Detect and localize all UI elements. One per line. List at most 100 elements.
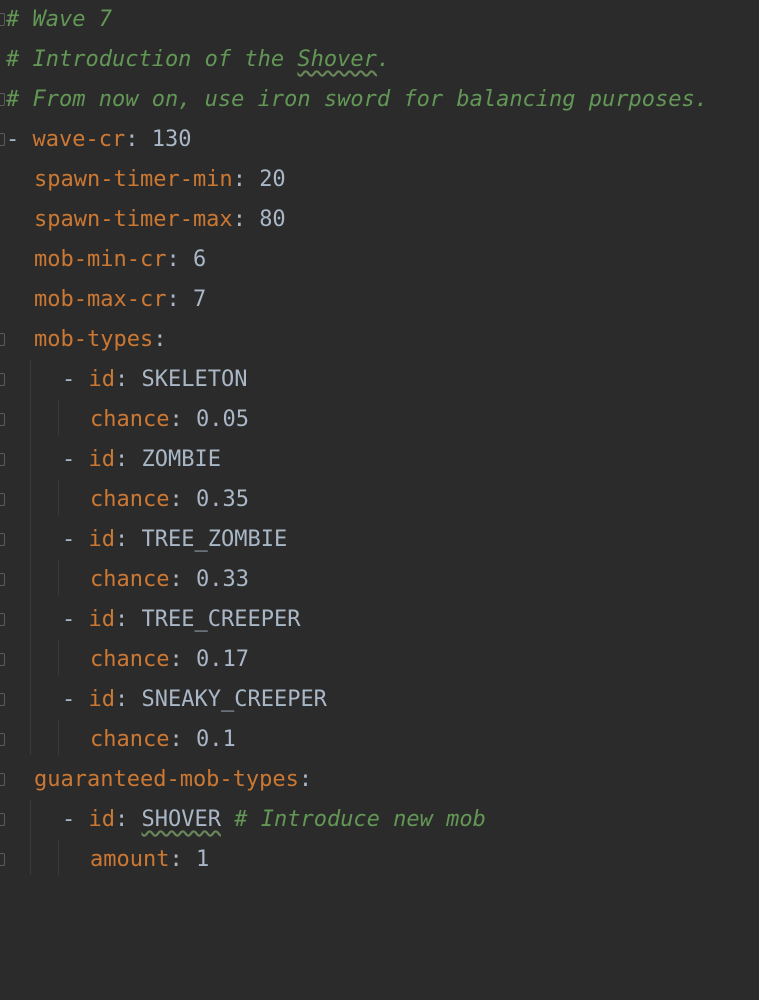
code-line[interactable]: chance: 0.33 bbox=[0, 560, 759, 600]
yaml-value: TREE_ZOMBIE bbox=[141, 527, 288, 552]
fold-marker-icon[interactable] bbox=[0, 13, 5, 26]
colon: : bbox=[115, 687, 142, 712]
code-line[interactable]: # Wave 7 bbox=[0, 0, 759, 40]
yaml-value: SNEAKY_CREEPER bbox=[141, 687, 327, 712]
indent-guide bbox=[58, 840, 59, 875]
code-line[interactable]: # From now on, use iron sword for balanc… bbox=[0, 80, 759, 120]
colon: : bbox=[169, 487, 196, 512]
colon: : bbox=[169, 407, 196, 432]
code-line[interactable]: chance: 0.17 bbox=[0, 640, 759, 680]
code-line[interactable]: spawn-timer-max: 80 bbox=[0, 200, 759, 240]
list-dash: - bbox=[62, 807, 89, 832]
code-line[interactable]: - id: TREE_ZOMBIE bbox=[0, 520, 759, 560]
yaml-value: SKELETON bbox=[141, 367, 248, 392]
fold-marker-icon[interactable] bbox=[0, 133, 5, 146]
fold-marker-icon[interactable] bbox=[0, 693, 5, 706]
code-line[interactable]: chance: 0.1 bbox=[0, 720, 759, 760]
fold-marker-icon[interactable] bbox=[0, 653, 5, 666]
fold-marker-icon[interactable] bbox=[0, 533, 5, 546]
indent-guide bbox=[58, 560, 59, 595]
fold-marker-icon[interactable] bbox=[0, 853, 5, 866]
yaml-key: mob-types bbox=[34, 327, 154, 352]
list-dash: - bbox=[6, 127, 33, 152]
code-editor[interactable]: # Wave 7 # Introduction of the Shover. #… bbox=[0, 0, 759, 895]
comment-suffix: . bbox=[376, 47, 391, 72]
yaml-key: chance bbox=[90, 727, 170, 752]
fold-marker-icon[interactable] bbox=[0, 733, 5, 746]
fold-marker-icon[interactable] bbox=[0, 773, 5, 786]
colon: : bbox=[232, 207, 260, 232]
yaml-key: chance bbox=[90, 407, 170, 432]
fold-marker-icon[interactable] bbox=[0, 573, 5, 586]
yaml-value: 6 bbox=[192, 247, 207, 272]
code-line[interactable]: spawn-timer-min: 20 bbox=[0, 160, 759, 200]
yaml-key: chance bbox=[90, 487, 170, 512]
fold-marker-icon[interactable] bbox=[0, 373, 5, 386]
colon: : bbox=[298, 767, 313, 792]
yaml-value: 0.17 bbox=[195, 647, 249, 672]
yaml-value: 7 bbox=[192, 287, 207, 312]
code-line[interactable]: - id: TREE_CREEPER bbox=[0, 600, 759, 640]
indent-guide bbox=[58, 400, 59, 435]
indent-guide bbox=[58, 480, 59, 515]
list-dash: - bbox=[62, 607, 89, 632]
yaml-value: 0.33 bbox=[195, 567, 249, 592]
colon: : bbox=[153, 327, 167, 352]
code-line[interactable]: mob-types: bbox=[0, 320, 759, 360]
yaml-key: id bbox=[88, 607, 116, 632]
fold-marker-icon[interactable] bbox=[0, 613, 5, 626]
code-line[interactable]: amount: 1 bbox=[0, 840, 759, 880]
code-line[interactable]: # Introduction of the Shover. bbox=[0, 40, 759, 80]
yaml-value: TREE_CREEPER bbox=[141, 607, 301, 632]
yaml-key: chance bbox=[90, 647, 170, 672]
code-line[interactable]: mob-min-cr: 6 bbox=[0, 240, 759, 280]
code-line[interactable]: - id: SKELETON bbox=[0, 360, 759, 400]
yaml-value: 80 bbox=[259, 207, 286, 232]
colon: : bbox=[115, 527, 142, 552]
comment-text: # Wave 7 bbox=[6, 7, 112, 32]
code-line[interactable]: guaranteed-mob-types: bbox=[0, 760, 759, 800]
list-dash: - bbox=[62, 367, 89, 392]
list-dash: - bbox=[62, 527, 89, 552]
yaml-value: 0.35 bbox=[195, 487, 249, 512]
indent-guide bbox=[58, 720, 59, 755]
code-line[interactable]: - wave-cr: 130 bbox=[0, 120, 759, 160]
colon: : bbox=[166, 287, 193, 312]
code-line[interactable]: - id: ZOMBIE bbox=[0, 440, 759, 480]
fold-marker-icon[interactable] bbox=[0, 813, 5, 826]
code-line[interactable]: mob-max-cr: 7 bbox=[0, 280, 759, 320]
code-line[interactable]: - id: SNEAKY_CREEPER bbox=[0, 680, 759, 720]
yaml-key: mob-min-cr bbox=[34, 247, 167, 272]
fold-marker-icon[interactable] bbox=[0, 453, 5, 466]
spellcheck-word[interactable]: Shover bbox=[297, 47, 377, 72]
colon: : bbox=[115, 367, 142, 392]
fold-marker-icon[interactable] bbox=[0, 333, 5, 346]
list-dash: - bbox=[62, 687, 89, 712]
indent-guide bbox=[58, 640, 59, 675]
fold-marker-icon[interactable] bbox=[0, 413, 5, 426]
yaml-value: 20 bbox=[259, 167, 286, 192]
yaml-key: id bbox=[88, 447, 116, 472]
yaml-value: 0.1 bbox=[195, 727, 236, 752]
colon: : bbox=[115, 807, 142, 832]
yaml-key: spawn-timer-max bbox=[34, 207, 233, 232]
fold-marker-icon[interactable] bbox=[0, 493, 5, 506]
code-line[interactable]: chance: 0.05 bbox=[0, 400, 759, 440]
colon: : bbox=[169, 847, 196, 872]
colon: : bbox=[169, 647, 196, 672]
colon: : bbox=[115, 607, 142, 632]
colon: : bbox=[232, 167, 260, 192]
comment-prefix: # Introduction of the bbox=[6, 47, 298, 72]
yaml-key: amount bbox=[90, 847, 170, 872]
yaml-key: spawn-timer-min bbox=[34, 167, 233, 192]
fold-marker-icon[interactable] bbox=[0, 93, 5, 106]
yaml-key: mob-max-cr bbox=[34, 287, 167, 312]
comment-text: # From now on, use iron sword for balanc… bbox=[6, 87, 708, 112]
spellcheck-word[interactable]: SHOVER bbox=[141, 807, 221, 832]
yaml-value: ZOMBIE bbox=[141, 447, 221, 472]
comment-text: # Introduction of the Shover. bbox=[6, 40, 390, 80]
indent-guide bbox=[30, 360, 31, 755]
code-line[interactable]: chance: 0.35 bbox=[0, 480, 759, 520]
yaml-value: 130 bbox=[151, 127, 192, 152]
code-line[interactable]: - id: SHOVER # Introduce new mob bbox=[0, 800, 759, 840]
